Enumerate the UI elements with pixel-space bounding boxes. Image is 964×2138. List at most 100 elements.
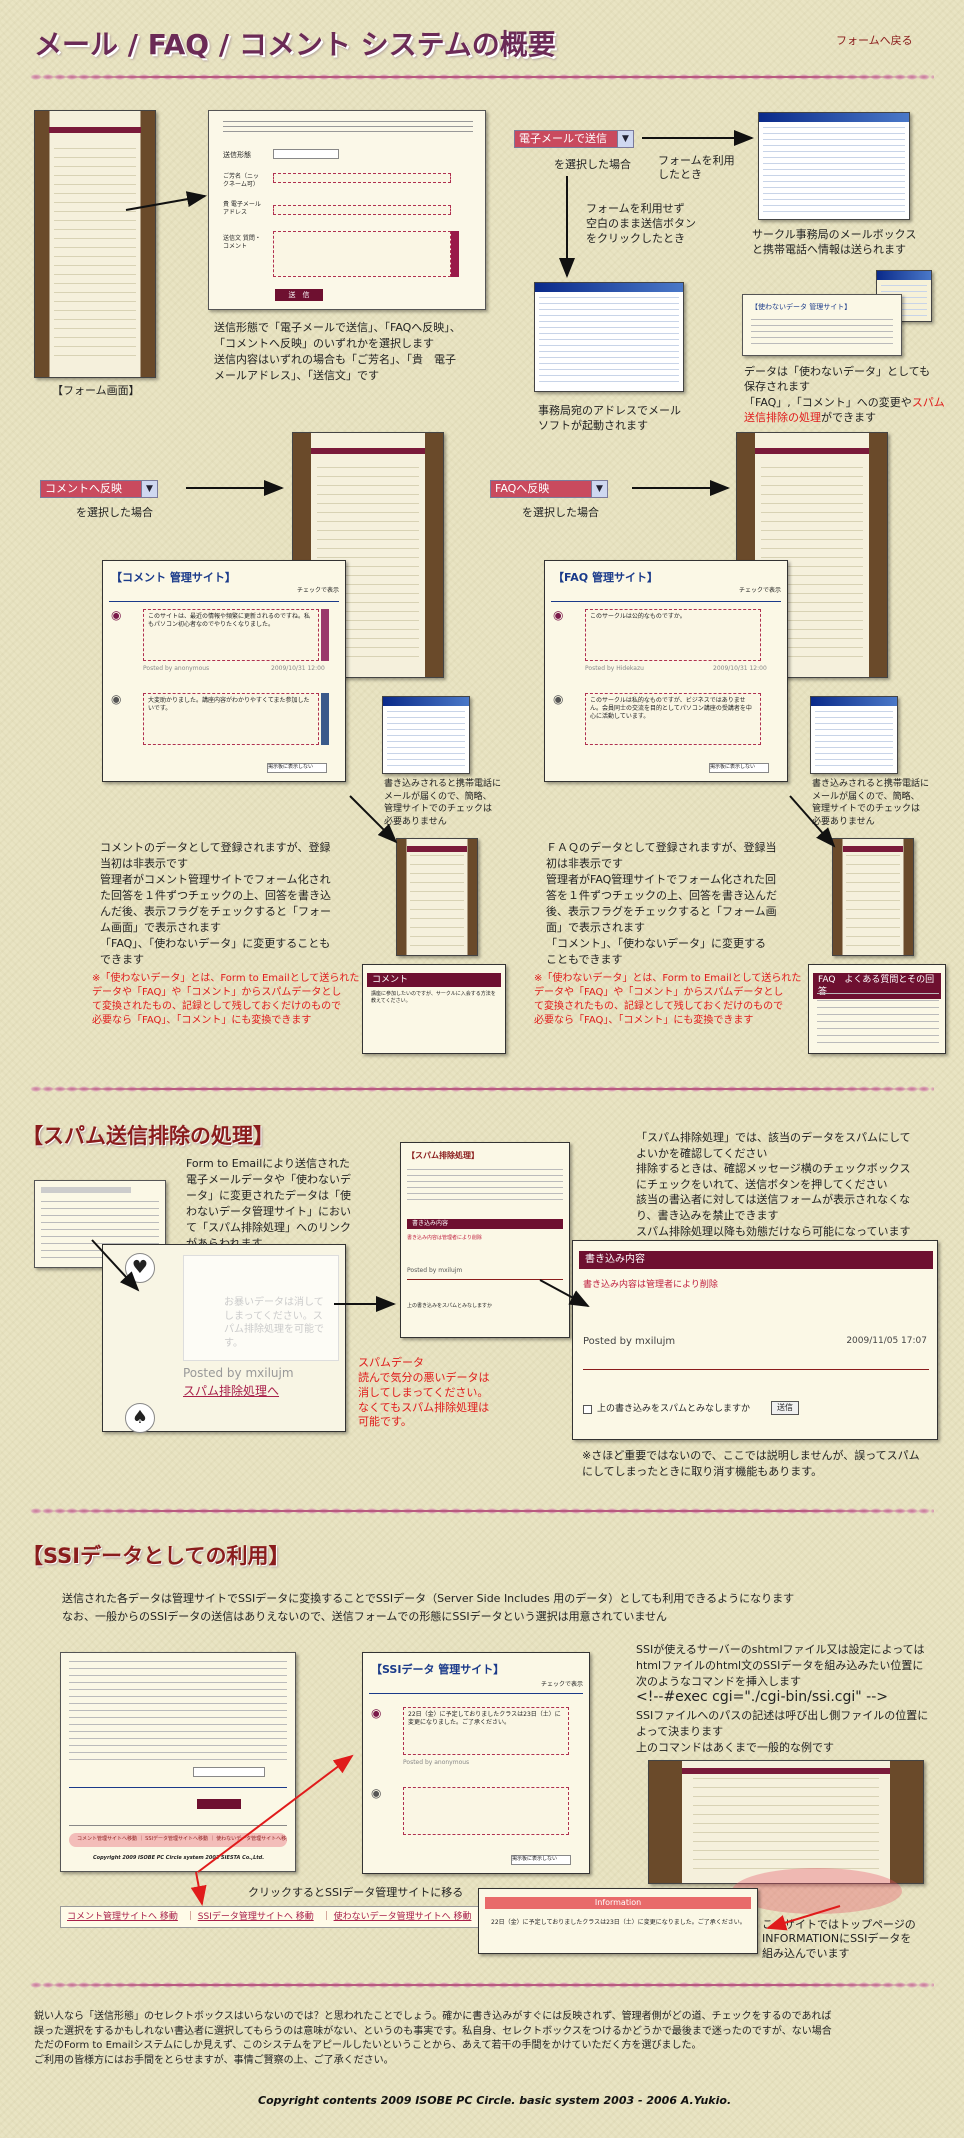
unused-data-screenshot: 【使わないデータ 管理サイト】 [742, 294, 902, 356]
form-field-label: 送信文 質問・コメント [223, 235, 261, 251]
back-to-form-link[interactable]: フォームへ戻る [836, 34, 913, 47]
spam-footnote: ※さほど重要ではないので、ここでは説明しませんが、誤ってスパム にしてしまったと… [582, 1449, 920, 1478]
comment-note: ※「使わないデータ」とは、Form to Emailとして送られた データや「F… [92, 973, 360, 1026]
faq-mail-screenshot [810, 696, 898, 774]
faq-notify-text: 書き込みされると携帯電話に メールが届くので、簡略、 管理サイトでのチェックは … [812, 779, 930, 827]
arrow [190, 1871, 207, 1906]
comment-admin-link[interactable]: コメント管理サイトへ 移動 [67, 1912, 178, 1922]
comment-selected-text: を選択した場合 [76, 506, 153, 519]
divider [30, 1508, 934, 1514]
scrollbar [451, 231, 459, 277]
unused-admin-mini [34, 1180, 166, 1268]
write-content-header: 書き込み内容 [579, 1251, 933, 1269]
mailbox-screenshot [758, 112, 910, 220]
spam-process-link[interactable]: スパム排除処理へ [183, 1384, 280, 1398]
arrow [789, 795, 836, 848]
divider [30, 1982, 934, 1988]
spam-process-screenshot: 【スパム排除処理】 書き込み内容 書き込み内容は管理者により削除 Posted … [400, 1142, 570, 1338]
spam-confirm-label: 上の書き込みをスパムとみなしますか [597, 1404, 751, 1414]
faq-note: ※「使わないデータ」とは、Form to Emailとして送られた データや「F… [534, 973, 802, 1026]
ssi-top-note: このサイトではトップページの INFORMATIONにSSIデータを 組み込んで… [762, 1918, 916, 1960]
form-field-label: 送信形態 [223, 151, 251, 159]
spam-zoom-screenshot: ♥ お暴いデータは消してしまってください。スパム排除処理を可能です。 Poste… [102, 1244, 346, 1433]
arrow [766, 1905, 841, 1931]
mailer-screenshot [534, 282, 684, 392]
faq-selected-text: を選択した場合 [522, 506, 599, 519]
ssi-admin-screenshot: 【SSIデータ 管理サイト】 チェックで表示 ◉ 22日（金）に予定しておりまし… [362, 1652, 590, 1874]
spam-confirm-screenshot: 書き込み内容 書き込み内容は管理者により削除 Posted by mxilujm… [572, 1240, 938, 1440]
comment-bullet-icon: ◉ [111, 692, 122, 706]
faq-bullet-icon: ◉ [553, 692, 564, 706]
faq-select: FAQへ反映▼ [490, 480, 608, 498]
faq-admin-screenshot: 【FAQ 管理サイト】 チェックで表示 ◉ このサークルは公的なものですか。 P… [544, 560, 788, 782]
email-selected-text: を選択した場合 [554, 158, 631, 171]
chevron-down-icon: ▼ [591, 481, 607, 497]
ssi-click-note: クリックするとSSIデータ管理サイトに移る [248, 1886, 464, 1899]
arrow [349, 795, 398, 844]
comment-admin-screenshot: 【コメント 管理サイト】 チェックで表示 ◉ このサイトは、最近の情報や頻繁に更… [102, 560, 346, 782]
unused-data-description: データは「使わないデータ」としても 保存されます 「FAQ」,「コメント」への変… [744, 365, 945, 425]
comment-bullet-icon: ◉ [111, 608, 122, 622]
ssi-bullet-icon: ◉ [371, 1786, 382, 1800]
spam-explain: 「スパム排除処理」では、該当のデータをスパムにして よいかを確認してください 排… [636, 1131, 911, 1238]
ssi-section-title: 【SSIデータとしての利用】 [22, 1544, 290, 1568]
spade-icon: ♠ [125, 1403, 155, 1433]
form-description: 送信形態で「電子メールで送信」、「FAQへ反映」、 「コメントへ反映」のいずれか… [214, 321, 461, 382]
site-links-highlight: コメント管理サイトへ移動 ｜ SSIデータ管理サイトへ移動 ｜ 使わないデータ管… [69, 1833, 287, 1847]
divider [30, 74, 934, 80]
email-field [273, 205, 451, 215]
comment-result-thumbnail [396, 838, 478, 956]
use-form-text: フォームを利用 したとき [658, 154, 735, 182]
ssi-site-screenshot: コメント管理サイトへ移動 ｜ SSIデータ管理サイトへ移動 ｜ 使わないデータ管… [60, 1652, 296, 1872]
ssi-right-description: SSIが使えるサーバーのshtmlファイル又は設定によっては htmlファイルの… [636, 1643, 925, 1688]
ssi-bullet-icon: ◉ [371, 1706, 382, 1720]
comment-select: コメントへ反映▼ [40, 480, 158, 498]
mailbox-description: サークル事務局のメールボックス と携帯電話へ情報は送られます [752, 228, 917, 256]
arrow [91, 1239, 140, 1292]
copyright: Copyright contents 2009 ISOBE PC Circle.… [258, 2094, 732, 2107]
top-page-screenshot [648, 1760, 924, 1884]
form-field-label: ご芳名（ニックネーム可） [223, 173, 260, 189]
submit-button: 送 信 [275, 289, 323, 301]
form-type-select [273, 149, 339, 159]
ssi-admin-link[interactable]: SSIデータ管理サイトへ 移動 [197, 1912, 314, 1922]
divider [30, 1086, 934, 1092]
faq-result-thumbnail [832, 838, 914, 956]
comment-description: コメントのデータとして登録されますが、登録 当初は非表示です 管理者がコメント管… [100, 841, 331, 966]
chevron-down-icon: ▼ [617, 131, 633, 147]
ssi-intro: 送信された各データは管理サイトでSSIデータに変換することでSSIデータ（Ser… [62, 1592, 795, 1623]
comment-notify-text: 書き込みされると携帯電話に メールが届くので、簡略、 管理サイトでのチェックは … [384, 779, 502, 827]
faq-description: ＦＡＱのデータとして登録されますが、登録当 初は非表示です 管理者がFAQ管理サ… [546, 841, 777, 966]
form-field-label: 貴 電子メールアドレス [223, 201, 261, 217]
arrow [539, 1279, 590, 1307]
ssi-command: <!--#exec cgi="./cgi-bin/ssi.cgi" --> [636, 1689, 888, 1705]
footer-text: 鋭い人なら「送信形態」のセレクトボックスはいらないのでは？と思われたことでしょう… [34, 2011, 832, 2066]
arrow [125, 191, 207, 211]
top-page-highlight [732, 1868, 902, 1914]
chevron-down-icon: ▼ [141, 481, 157, 497]
form-screenshot: 送信形態 ご芳名（ニックネーム可） 貴 電子メールアドレス 送信文 質問・コメン… [208, 110, 486, 310]
spam-submit-button[interactable]: 送信 [771, 1401, 799, 1415]
spam-data-note: スパムデータ 読んで気分の悪いデータは 消してしまってください。 なくてもスパム… [358, 1356, 490, 1429]
faq-bullet-icon: ◉ [553, 608, 564, 622]
faq-result-screenshot: FAQ よくある質問とその回答 [808, 964, 946, 1054]
arrow [197, 1754, 354, 1873]
information-screenshot: Information 22日（金）に予定しておりましたクラスは23日（土）に変… [478, 1888, 758, 1954]
spam-checkbox[interactable] [583, 1405, 592, 1414]
admin-links: コメント管理サイトへ 移動｜ SSIデータ管理サイトへ 移動｜ 使わないデータ管… [60, 1906, 487, 1929]
mailer-description: 事務局宛のアドレスでメール ソフトが起動されます [538, 404, 681, 432]
comment-result-screenshot: コメント 講座に参加したいのですが、サークルに入会する方法を教えてください。 [362, 964, 506, 1054]
spam-section-title: 【スパム送信排除の処理】 [22, 1124, 274, 1148]
ssi-right-description-2: SSIファイルへのパスの記述は呼び出し側ファイルの位置に よって決まります 上の… [636, 1709, 929, 1754]
page-title: メール / FAQ / コメント システムの概要 [34, 28, 556, 61]
form-instructions [223, 121, 473, 135]
unused-admin-link[interactable]: 使わないデータ管理サイトへ 移動 [333, 1912, 472, 1922]
name-field [273, 173, 451, 183]
form-caption: 【フォーム画面】 [52, 384, 140, 397]
email-select: 電子メールで送信▼ [514, 130, 634, 148]
no-form-text: フォームを利用せず 空白のまま送信ボタン をクリックしたとき [586, 202, 696, 245]
message-field [273, 231, 451, 277]
comment-mail-screenshot [382, 696, 470, 774]
form-page-thumbnail [34, 110, 156, 378]
